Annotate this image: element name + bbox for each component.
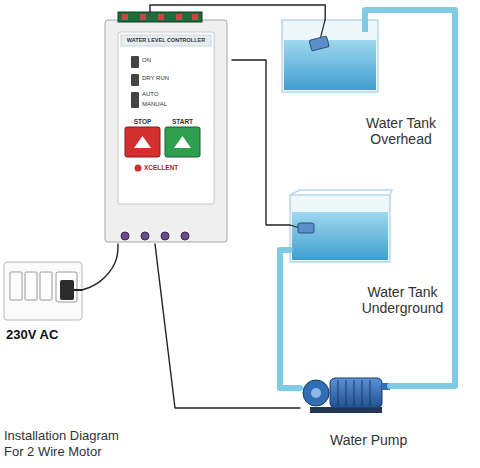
water-pump: Water Pump [300, 372, 390, 415]
wall-switch [25, 272, 37, 300]
water [292, 212, 388, 260]
terminal-screw [140, 14, 146, 20]
wall-switch [10, 272, 22, 300]
electric-wire [155, 244, 300, 408]
switch-label: AUTO [142, 91, 182, 98]
electric-wire [150, 5, 325, 20]
water-pipe [280, 250, 300, 388]
switch-label: ON [142, 57, 182, 64]
float-switch [298, 223, 314, 233]
front-panel [118, 32, 214, 204]
wall-switch [40, 272, 52, 300]
button-label: STOP [125, 118, 160, 125]
tank-wall [290, 195, 390, 262]
tank-wall [282, 20, 378, 92]
motor-fin [338, 380, 339, 406]
water [284, 40, 376, 90]
wall-socket [56, 272, 77, 302]
controller-body [105, 20, 227, 242]
toggle-switch [131, 56, 139, 68]
wall-switchboard [4, 262, 82, 320]
electric-wire [232, 60, 290, 225]
plug [60, 280, 74, 300]
label-strip [121, 35, 211, 46]
overhead-tank [282, 20, 378, 92]
water-pipe [365, 10, 455, 386]
supply-label: 230V AC [6, 328, 82, 343]
stop-button [125, 127, 160, 157]
panel-title: WATER LEVEL CONTROLLER [122, 37, 210, 43]
tank-label: Water Tank Underground [355, 284, 450, 316]
motor-fin [346, 380, 347, 406]
top-terminal-block [118, 12, 202, 22]
brand-logo [135, 165, 142, 172]
terminal-screw [192, 14, 198, 20]
button-arrow [134, 136, 151, 148]
switchboard-plate [4, 262, 82, 320]
button-arrow [174, 136, 191, 148]
wall-socket: 230V AC [4, 262, 82, 320]
water-level-controller: WATER LEVEL CONTROLLER ON DRY RUN AUTO MANUA… [100, 12, 232, 244]
bottom-terminal [161, 232, 169, 240]
motor-body [330, 378, 382, 408]
plug-cord [74, 289, 82, 291]
pump-illustration [303, 378, 390, 413]
button-label: START [165, 118, 200, 125]
bottom-terminal [141, 232, 149, 240]
controller-illustration [105, 12, 227, 242]
underground-tank [290, 190, 392, 262]
terminal-screw [122, 14, 128, 20]
switch-label: MANUAL [142, 101, 192, 108]
switch-label: DRY RUN [142, 75, 192, 82]
pump-inlet [311, 388, 321, 398]
bottom-terminal [121, 232, 129, 240]
toggle-switch [131, 92, 139, 108]
motor-fin [370, 380, 371, 406]
pump-label: Water Pump [330, 432, 425, 448]
start-button [165, 127, 200, 157]
terminal-screw [176, 14, 182, 20]
terminal-screw [158, 14, 164, 20]
tank-label: Water Tank Overhead [360, 115, 442, 147]
overhead-tank: Water Tank Overhead [282, 20, 378, 92]
motor-fin [362, 380, 363, 406]
toggle-switch [131, 74, 139, 86]
underground-tank: Water Tank Underground [290, 195, 390, 262]
electric-wire [82, 244, 118, 290]
bottom-terminal [181, 232, 189, 240]
float-switch [309, 36, 329, 51]
caption: Installation Diagram For 2 Wire Motor [4, 428, 136, 461]
pump-head [303, 380, 329, 406]
brand-name: XCELLENT [144, 164, 204, 171]
motor-fin [354, 380, 355, 406]
